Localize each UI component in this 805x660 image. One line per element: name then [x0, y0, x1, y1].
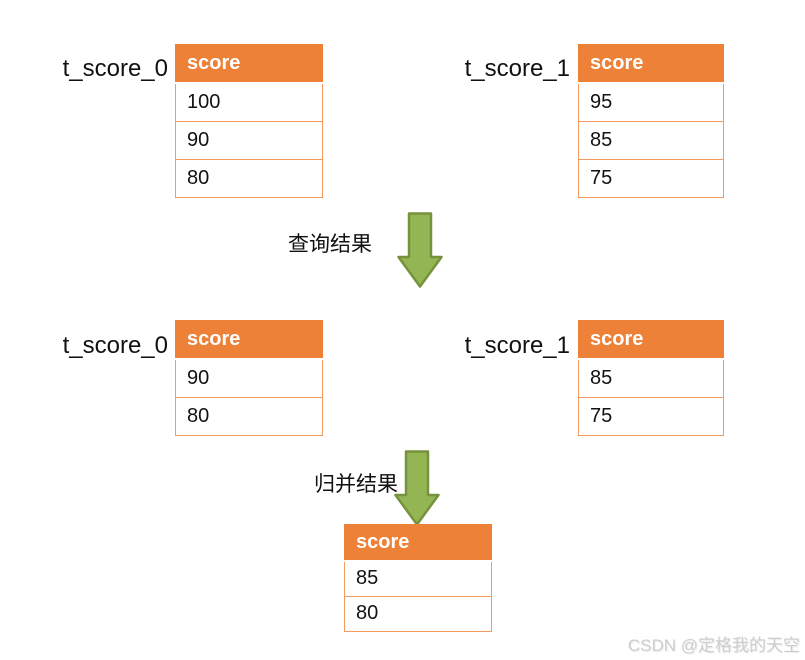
table-header-cell: score: [175, 44, 323, 84]
score-table-t-score-0-after: score 90 80: [175, 320, 323, 436]
table-row: 85: [578, 358, 724, 398]
table-row: 80: [344, 595, 492, 632]
table-label-t-score-1-after: t_score_1: [464, 332, 570, 359]
table-label-t-score-0-after: t_score_0: [62, 332, 168, 359]
down-arrow-icon: [394, 450, 440, 531]
table-row: 80: [175, 158, 323, 198]
table-cell: 100: [175, 82, 323, 122]
table-row: 95: [578, 82, 724, 122]
score-table-t-score-0-before: score 100 90 80: [175, 44, 323, 198]
table-header-cell: score: [578, 44, 724, 84]
table-cell: 80: [175, 396, 323, 436]
table-cell: 80: [175, 158, 323, 198]
watermark: CSDN @定格我的天空: [627, 636, 800, 655]
table-row: 80: [175, 396, 323, 436]
table-cell: 95: [578, 82, 724, 122]
table-row: 75: [578, 396, 724, 436]
score-table-t-score-1-before: score 95 85 75: [578, 44, 724, 198]
table-row: 90: [175, 358, 323, 398]
table-cell: 85: [578, 358, 724, 398]
table-cell: 80: [344, 595, 492, 632]
table-cell: 75: [578, 396, 724, 436]
table-row: 100: [175, 82, 323, 122]
down-arrow-icon: [397, 212, 443, 293]
table-header-cell: score: [344, 524, 492, 562]
step2-caption: 归并结果: [314, 473, 398, 496]
table-row: 85: [344, 560, 492, 597]
step1-caption: 查询结果: [288, 233, 372, 256]
table-cell: 90: [175, 358, 323, 398]
table-cell: 85: [344, 560, 492, 597]
score-table-merged-result: score 85 80: [344, 524, 492, 632]
table-label-t-score-1-before: t_score_1: [464, 55, 570, 82]
table-row: 75: [578, 158, 724, 198]
score-table-t-score-1-after: score 85 75: [578, 320, 724, 436]
table-row: 90: [175, 120, 323, 160]
table-cell: 90: [175, 120, 323, 160]
table-header-cell: score: [175, 320, 323, 360]
table-row: 85: [578, 120, 724, 160]
table-cell: 85: [578, 120, 724, 160]
table-header-cell: score: [578, 320, 724, 360]
table-cell: 75: [578, 158, 724, 198]
table-label-t-score-0-before: t_score_0: [62, 55, 168, 82]
